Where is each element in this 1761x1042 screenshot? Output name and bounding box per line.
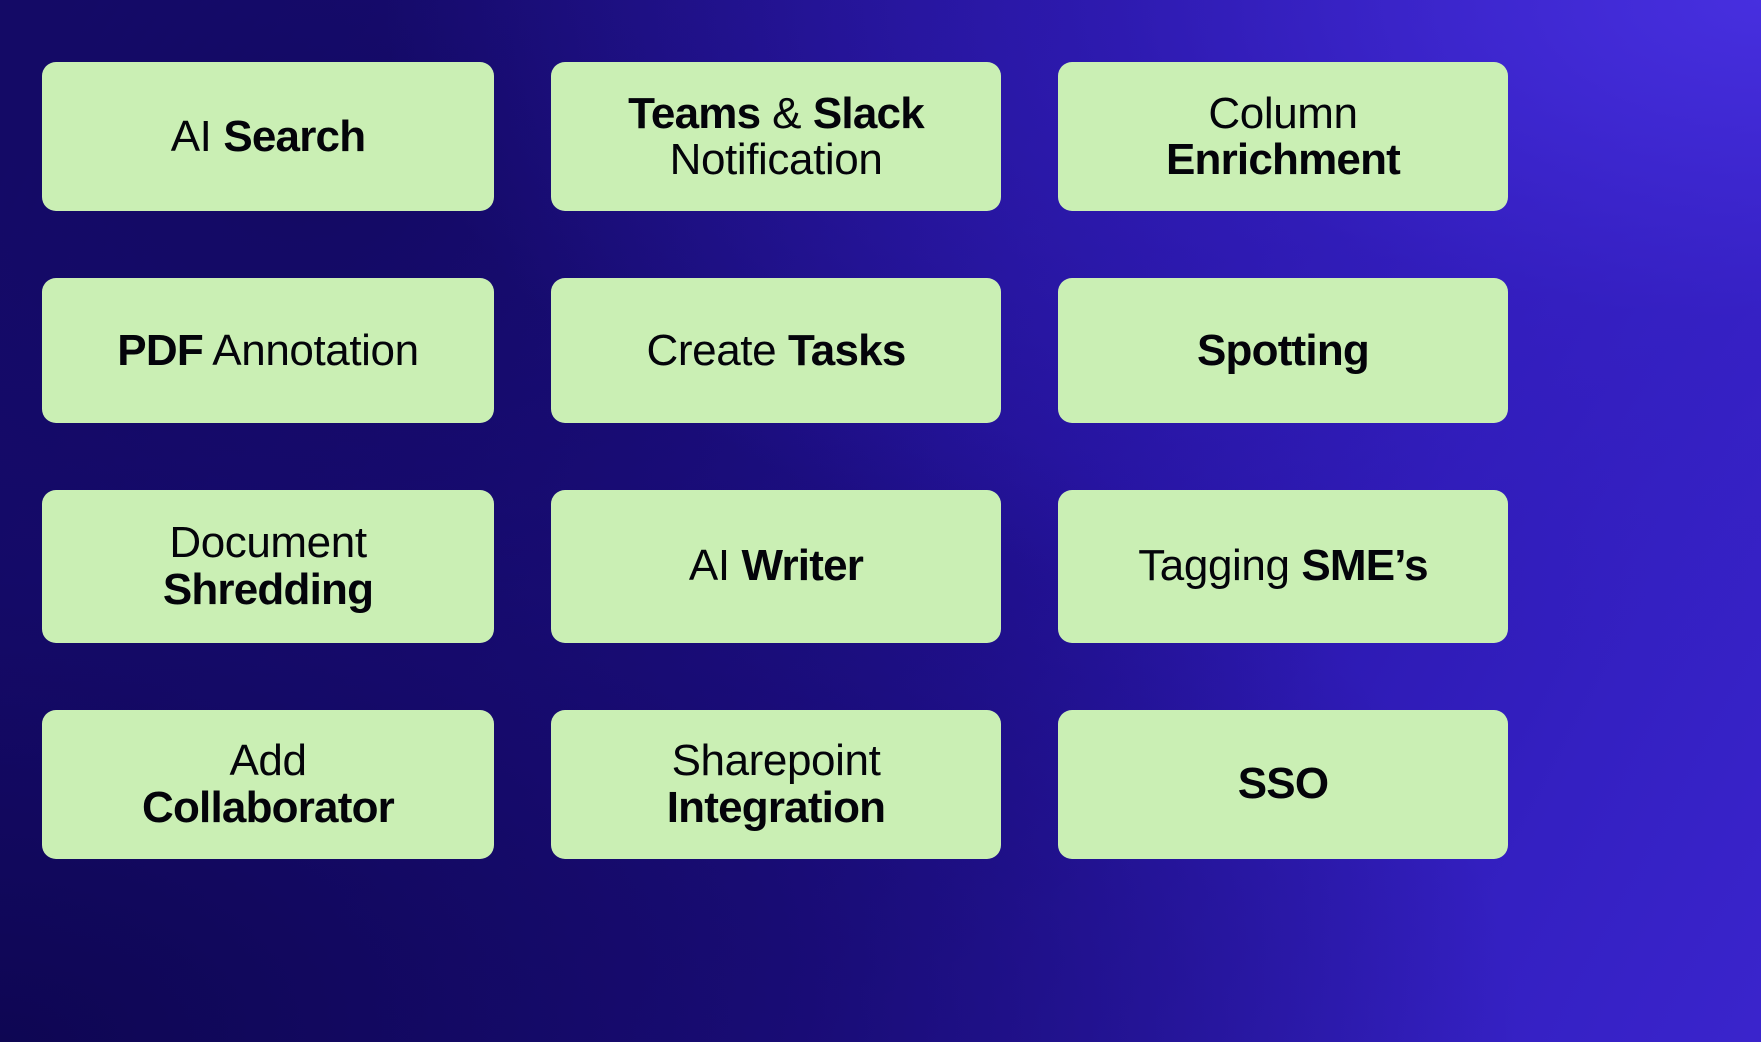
label-segment: Writer — [741, 541, 864, 591]
label-segment: Annotation — [202, 325, 419, 375]
feature-card-ai-writer[interactable]: AI Writer — [551, 490, 1001, 643]
feature-card-label-sso: SSO — [1238, 761, 1329, 807]
feature-card-spotting[interactable]: Spotting — [1058, 278, 1508, 423]
feature-card-label-spotting: Spotting — [1197, 325, 1370, 375]
label-segment: Tasks — [788, 325, 906, 375]
label-segment: Add — [229, 736, 307, 786]
label-segment: Slack — [812, 89, 925, 139]
label-segment: Enrichment — [1165, 134, 1401, 184]
label-segment: PDF — [117, 325, 203, 375]
label-segment: Document — [169, 518, 367, 568]
feature-card-tagging-smes[interactable]: Tagging SME’s — [1058, 490, 1508, 643]
label-segment: Notification — [669, 134, 883, 184]
feature-card-label-ai-search: AI Search — [171, 114, 366, 159]
feature-card-label-pdf-annotation: PDF Annotation — [117, 325, 419, 375]
feature-card-sso[interactable]: SSO — [1058, 710, 1508, 859]
label-segment: Search — [223, 111, 366, 161]
label-segment: AI — [170, 111, 224, 161]
feature-card-label-ai-writer: AI Writer — [688, 541, 864, 591]
label-segment: Column — [1208, 89, 1358, 139]
label-segment: Create — [646, 325, 788, 375]
feature-card-label-create-tasks: Create Tasks — [646, 325, 907, 375]
label-segment: Shredding — [162, 564, 374, 614]
label-segment: & — [760, 89, 813, 139]
label-segment: SSO — [1237, 759, 1329, 809]
feature-card-ai-search[interactable]: AI Search — [42, 62, 494, 211]
label-segment: Collaborator — [142, 782, 395, 832]
label-segment: Integration — [666, 782, 886, 832]
label-segment: AI — [688, 541, 742, 591]
label-segment: Tagging — [1138, 541, 1302, 591]
label-segment: SME’s — [1301, 541, 1428, 591]
label-segment: Spotting — [1197, 325, 1370, 375]
label-segment: Sharepoint — [671, 736, 881, 786]
feature-card-label-tagging-smes: Tagging SME’s — [1138, 543, 1428, 589]
feature-card-create-tasks[interactable]: Create Tasks — [551, 278, 1001, 423]
feature-card-pdf-annotation[interactable]: PDF Annotation — [42, 278, 494, 423]
label-segment: Teams — [628, 89, 761, 139]
